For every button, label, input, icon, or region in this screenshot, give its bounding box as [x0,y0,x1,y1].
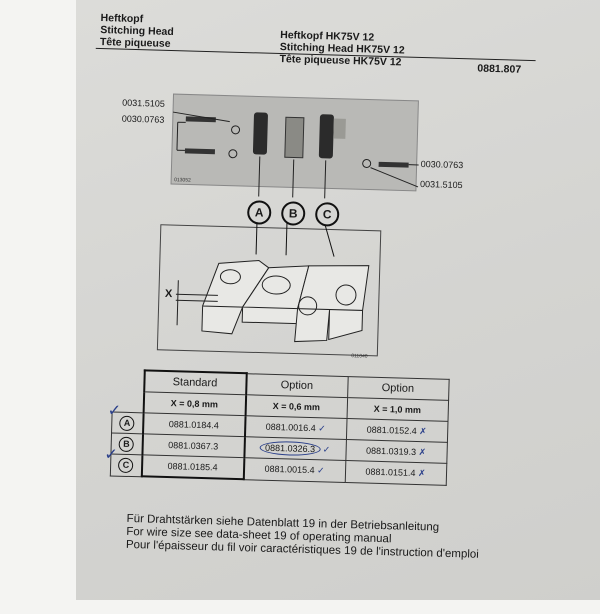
options-table: Standard Option Option X = 0,8 mm X = 0,… [110,368,449,485]
cell-value: 0881.0319.3 [366,445,416,456]
cell: 0881.0151.4 ✗ [345,461,447,485]
header-center: Heftkopf HK75V 12 Stitching Head HK75V 1… [279,29,405,68]
part-label: 0030.0763 [421,159,464,170]
cell-value: 0881.0015.4 [264,464,314,475]
margin-check-mark: ✓ [107,400,121,419]
row-key: C [118,457,133,472]
col-subheader: X = 1,0 mm [347,398,449,422]
header-left: Heftkopf Stitching Head Tête piqueuse [100,12,174,50]
screw-icon [186,116,216,122]
circled-cell-value: 0881.0326.3 [260,440,320,456]
margin-check-mark: ✓ [104,444,118,463]
cell: 0881.0326.3 ✓ [244,437,346,461]
cell: 0881.0015.4 ✓ [243,458,345,482]
col-header: Option [246,373,348,397]
part-c [319,114,334,158]
dimension-x-label: X [165,288,173,300]
row-key: B [119,436,134,451]
row-key: A [119,415,134,430]
part-label: 0031.5105 [122,98,165,109]
cell: 0881.0319.3 ✗ [345,440,447,464]
jaw-c [295,264,369,344]
part-label: 0031.5105 [420,179,463,190]
part-a [253,112,268,154]
check-mark: ✓ [317,466,325,476]
part-label: 0030.0763 [122,114,165,125]
col-subheader: X = 0,8 mm [143,392,246,416]
callout-b: B [281,201,306,226]
part-b [285,117,304,157]
cross-mark: ✗ [419,427,427,437]
cell: 0881.0016.4 ✓ [244,416,346,440]
cell-value: 0881.0152.4 [367,424,417,435]
col-header: Standard [144,370,247,394]
cell: 0881.0185.4 [141,455,244,479]
col-header: Option [347,376,449,400]
cross-mark: ✗ [418,448,426,458]
part-c-block [333,119,346,139]
callout-a: A [247,200,272,225]
check-mark: ✓ [323,445,331,455]
cross-mark: ✗ [418,469,426,479]
image-id: 011040 [351,353,367,359]
cell: 0881.0152.4 ✗ [346,419,448,443]
cell: 0881.0367.3 [142,434,245,458]
cell-value: 0881.0016.4 [266,421,316,432]
footer-note: Für Drahtstärken siehe Datenblatt 19 in … [126,513,480,562]
screw-icon [185,148,215,154]
check-mark: ✓ [318,424,326,434]
image-id: 013052 [174,177,191,183]
cell: 0881.0184.4 [143,413,246,437]
technical-drawing [156,220,385,361]
doc-number: 0881.807 [477,63,521,76]
callout-c: C [315,202,340,227]
cell-value: 0881.0151.4 [365,466,415,477]
screw-icon [379,162,409,168]
col-subheader: X = 0,6 mm [245,395,347,419]
